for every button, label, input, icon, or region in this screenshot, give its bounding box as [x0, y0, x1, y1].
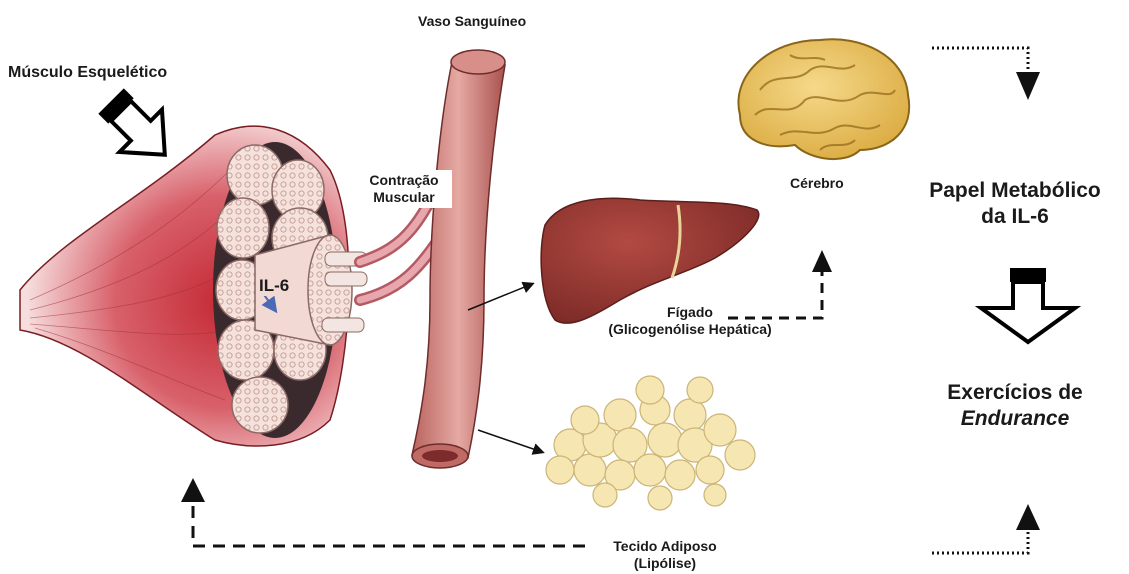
- brain-illustration: [738, 39, 909, 159]
- fat-to-muscle-dashed-arrow: [193, 500, 585, 546]
- label-musculo-esqueletico: Músculo Esquelético: [8, 63, 167, 82]
- panel-papel-line2: da IL-6: [905, 204, 1125, 230]
- bottom-dotted-arrowhead: [1016, 504, 1040, 530]
- label-figado: Fígado (Glicogenólise Hepática): [590, 304, 790, 338]
- panel-exercicios-endurance: Exercícios de Endurance: [905, 380, 1125, 433]
- fat-to-muscle-arrowhead: [181, 478, 205, 502]
- label-cerebro: Cérebro: [790, 175, 844, 192]
- label-figado-line2: (Glicogenólise Hepática): [590, 321, 790, 338]
- top-dotted-arrow: [932, 48, 1028, 72]
- liver-to-brain-arrowhead: [812, 250, 832, 272]
- muscle-pointer-arrow: [90, 80, 186, 176]
- bottom-dotted-arrow: [932, 530, 1028, 553]
- top-dotted-arrowhead: [1016, 72, 1040, 100]
- metabolic-down-arrow: [981, 268, 1075, 342]
- label-tecido-line2: (Lipólise): [590, 555, 740, 572]
- panel-exercicios-line2: Endurance: [905, 406, 1125, 432]
- label-tecido-line1: Tecido Adiposo: [590, 538, 740, 555]
- label-contracao-line1: Contração: [356, 172, 452, 189]
- label-tecido-adiposo: Tecido Adiposo (Lipólise): [590, 538, 740, 572]
- skeletal-muscle-illustration: [20, 126, 367, 446]
- fat-cells: [546, 376, 755, 510]
- label-il6: IL-6: [256, 276, 292, 296]
- label-contracao-muscular: Contração Muscular: [356, 170, 452, 208]
- vessel-to-fat-arrow: [478, 430, 542, 452]
- label-vaso-sanguineo: Vaso Sanguíneo: [418, 13, 526, 30]
- label-contracao-line2: Muscular: [356, 189, 452, 206]
- panel-exercicios-line1: Exercícios de: [905, 380, 1125, 406]
- panel-papel-metabolico: Papel Metabólico da IL-6: [905, 178, 1125, 231]
- label-figado-line1: Fígado: [590, 304, 790, 321]
- panel-papel-line1: Papel Metabólico: [905, 178, 1125, 204]
